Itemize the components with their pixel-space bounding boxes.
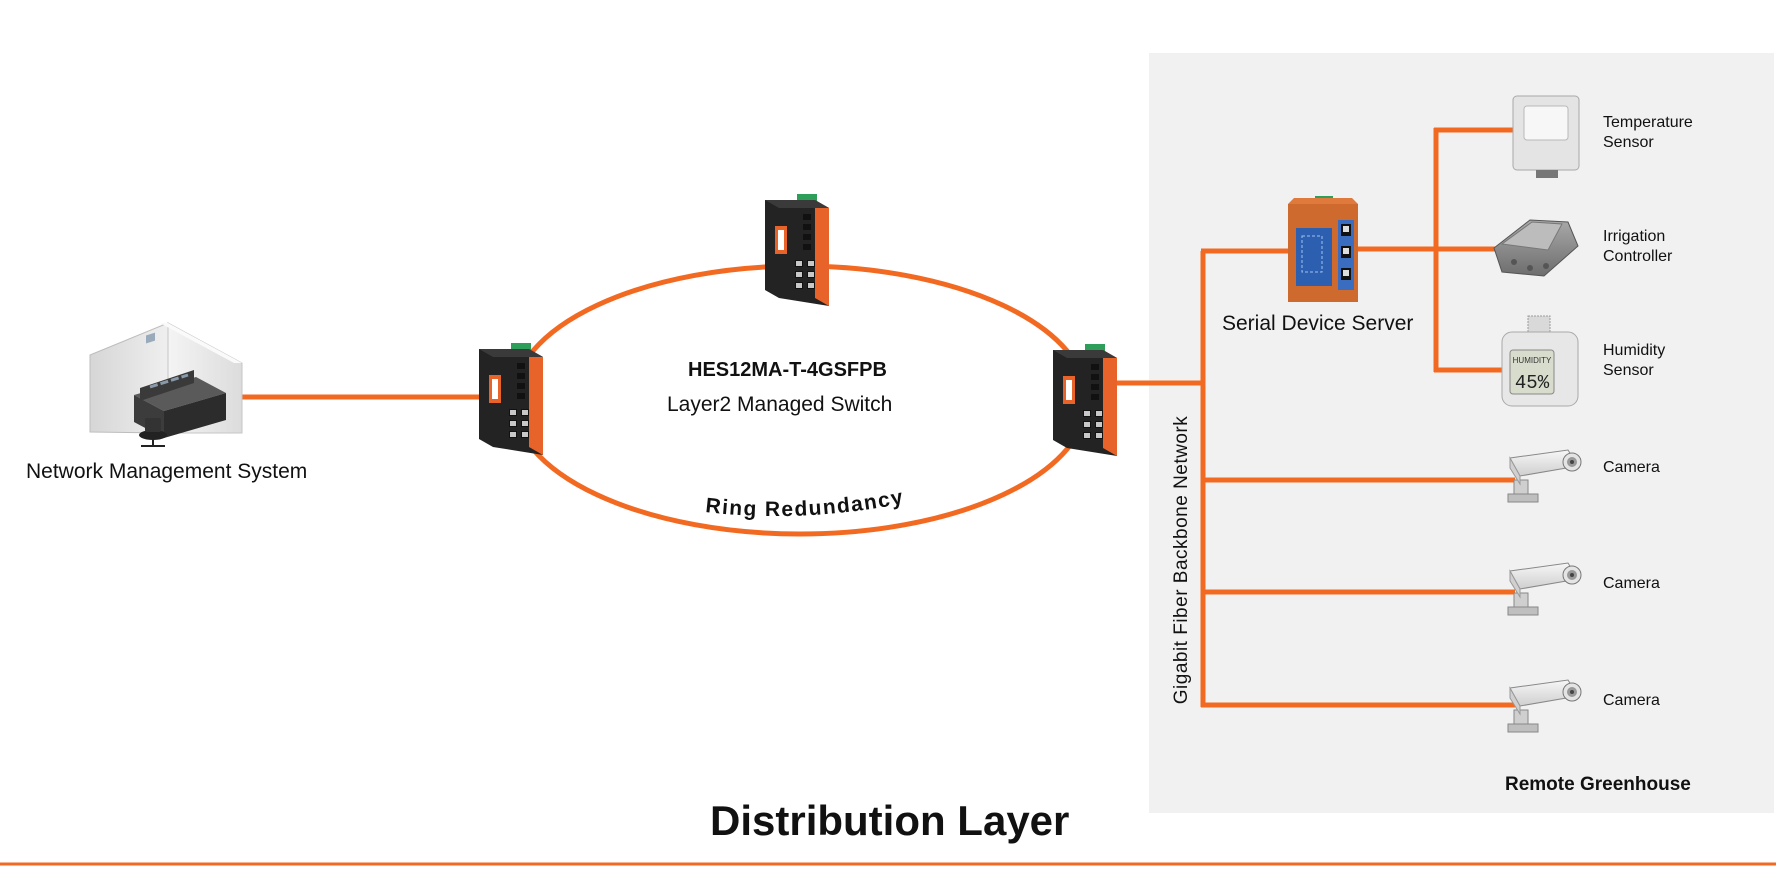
temperature-sensor-label-line1: Temperature [1603, 114, 1693, 131]
switch-right-icon [1053, 344, 1117, 456]
backbone-label: Gigabit Fiber Backbone Network [1171, 416, 1192, 705]
switch-top-icon [765, 194, 829, 306]
irrigation-controller-label: Irrigation Controller [1603, 227, 1672, 267]
humidity-sensor-label-line1: Humidity [1603, 342, 1666, 359]
layer-title: Distribution Layer [710, 797, 1070, 844]
humidity-sensor-icon: HUMIDITY 45% [1501, 315, 1579, 407]
camera1-label: Camera [1603, 459, 1660, 476]
ring-redundancy-label: Ring Redundancy [705, 485, 906, 521]
serial-device-server-label: Serial Device Server [1222, 312, 1414, 335]
camera1-icon [1507, 449, 1582, 503]
greenhouse-panel [1149, 53, 1774, 813]
humidity-sensor-label: Humidity Sensor [1603, 341, 1665, 381]
switch-type-label: Layer2 Managed Switch [667, 393, 893, 416]
camera3-label: Camera [1603, 692, 1660, 709]
humidity-display-value: 45% [1515, 372, 1550, 394]
temperature-sensor-icon [1512, 95, 1580, 178]
switch-model-label: HES12MA-T-4GSFPB [688, 359, 887, 381]
irrigation-controller-label-line2: Controller [1603, 248, 1673, 265]
temperature-sensor-label-line2: Sensor [1603, 134, 1654, 151]
switch-left-icon [479, 343, 543, 455]
humidity-display-header: HUMIDITY [1513, 356, 1552, 365]
irrigation-controller-label-line1: Irrigation [1603, 228, 1666, 245]
irrigation-controller-icon [1493, 219, 1579, 277]
remote-greenhouse-label: Remote Greenhouse [1505, 774, 1691, 795]
serial-device-server-icon [1288, 196, 1358, 302]
humidity-sensor-label-line2: Sensor [1603, 362, 1654, 379]
nms-label: Network Management System [26, 460, 308, 483]
nms-workstation-icon [89, 322, 243, 447]
camera2-label: Camera [1603, 575, 1660, 592]
temperature-sensor-label: Temperature Sensor [1603, 113, 1693, 153]
